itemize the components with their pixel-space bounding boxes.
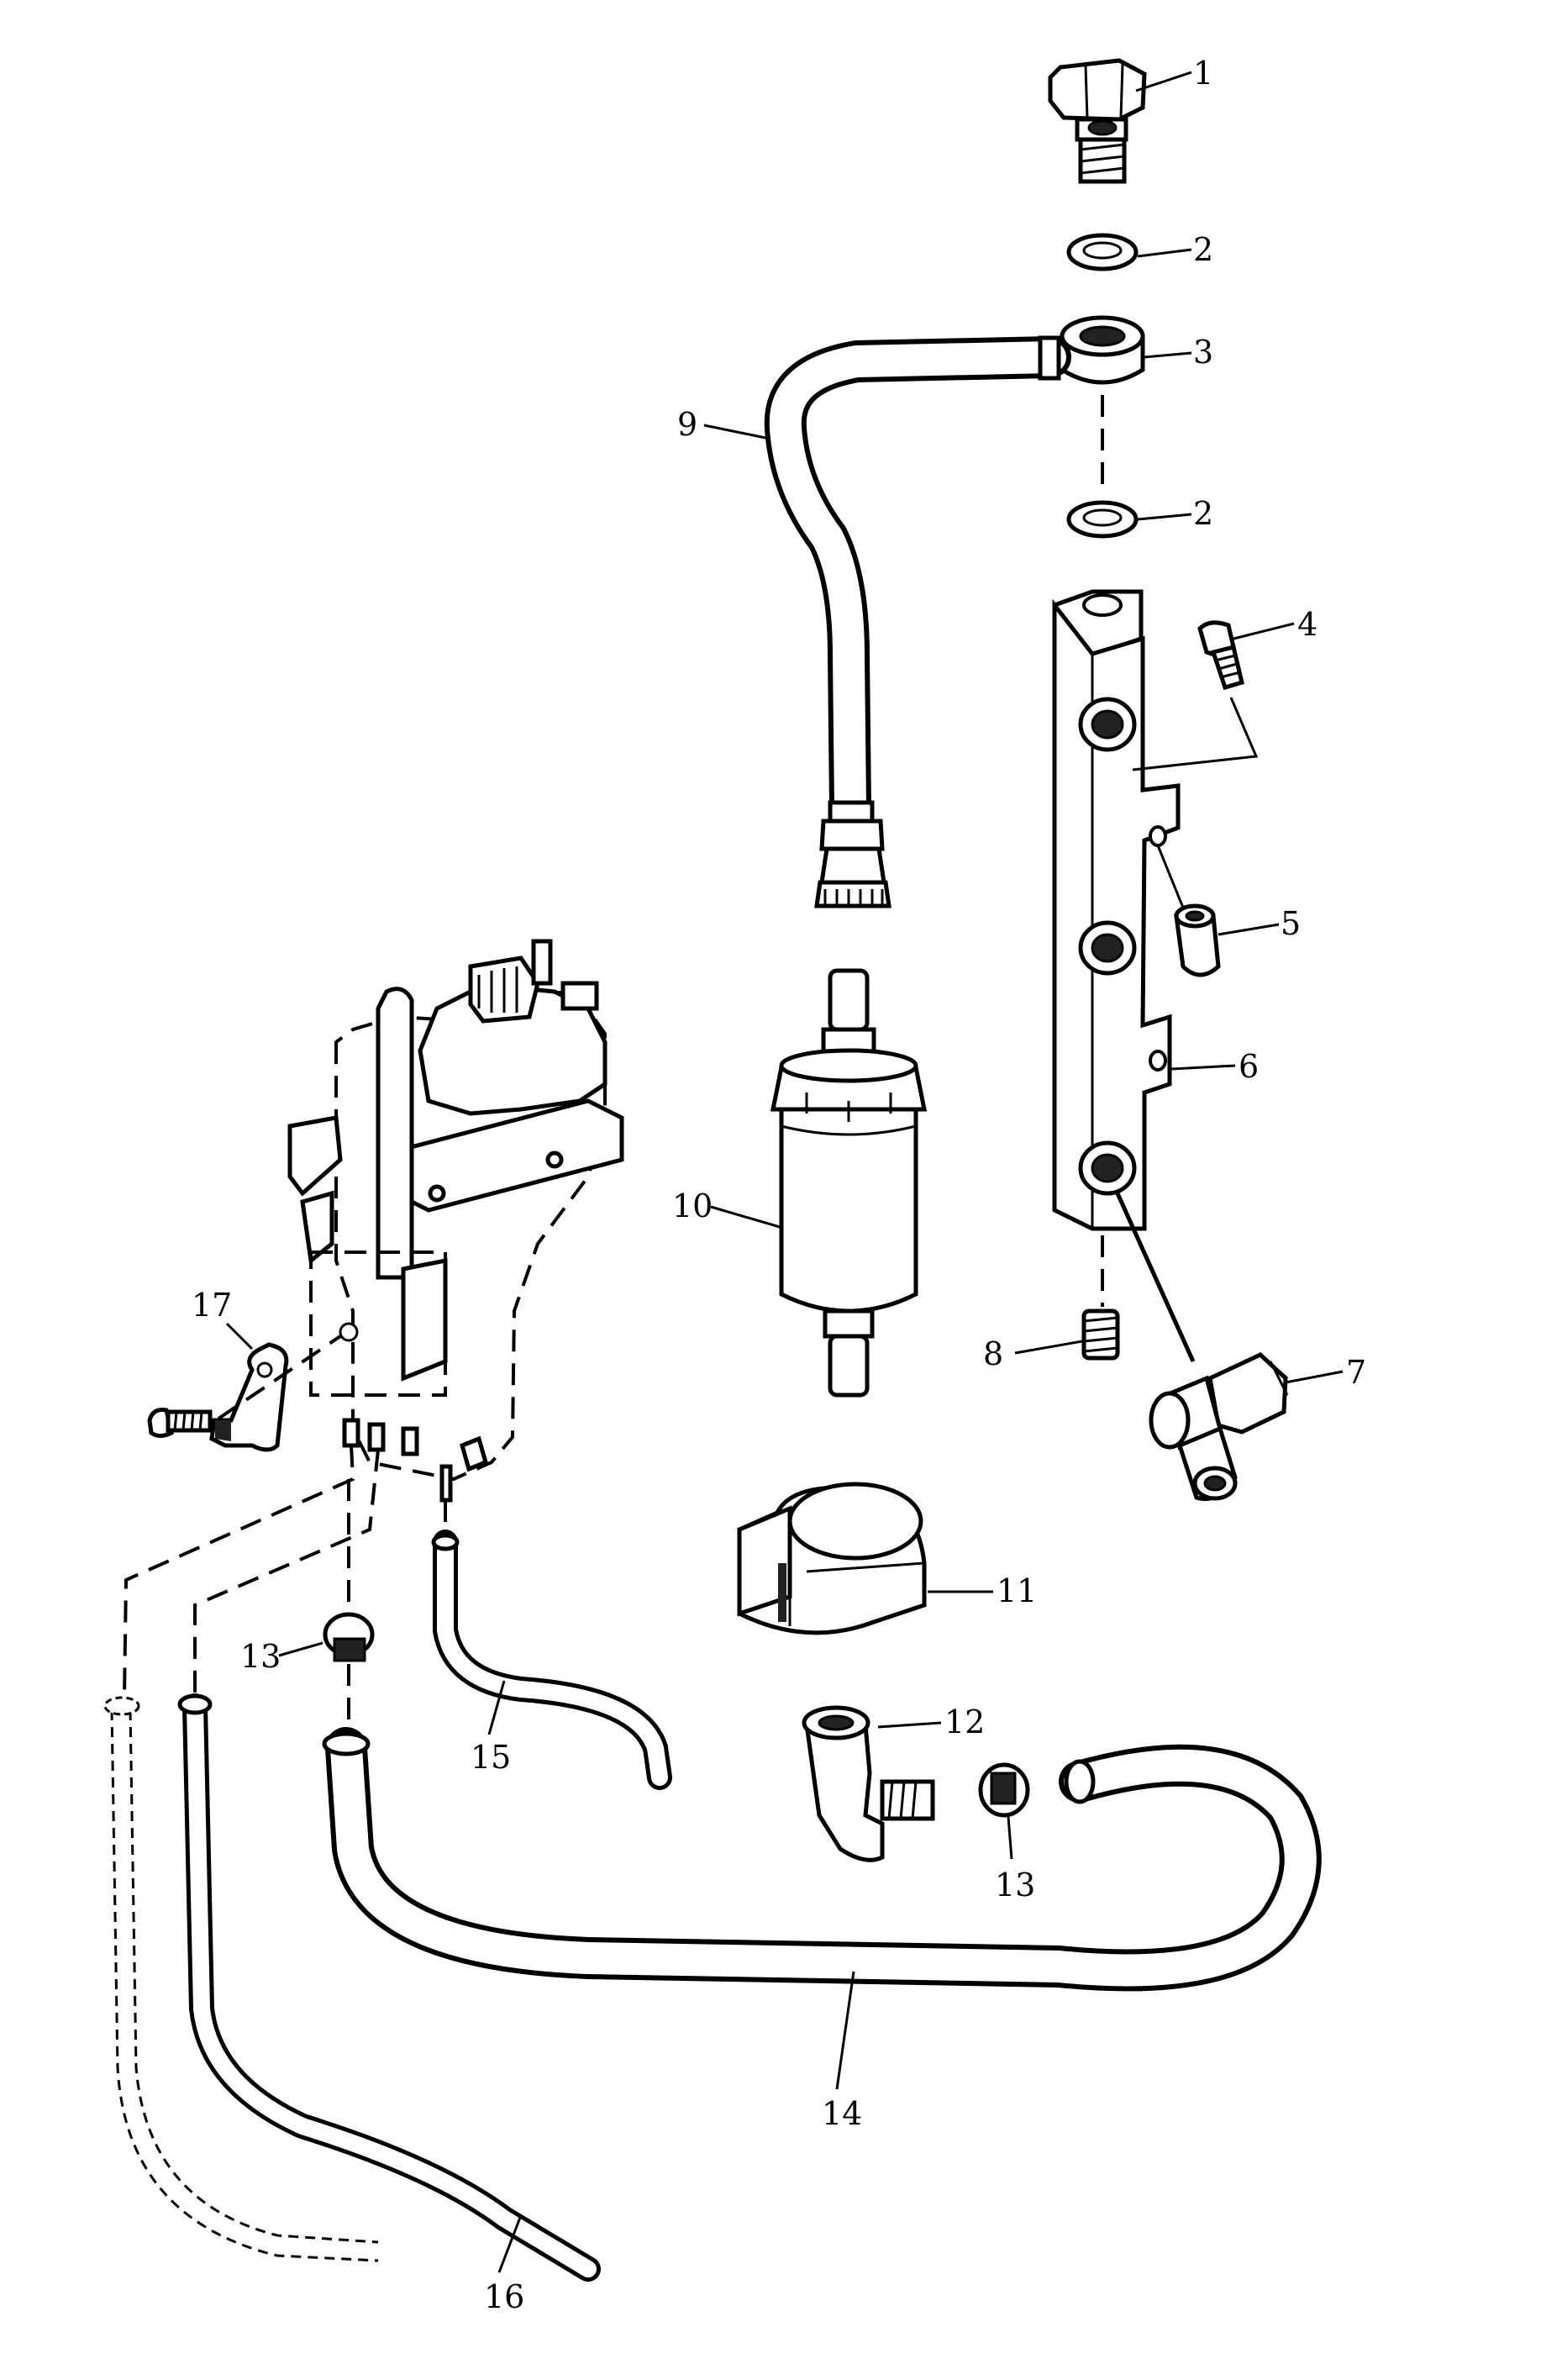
- assembly-line-screw: [1132, 697, 1259, 771]
- callout-13-left: 13: [240, 1638, 281, 1675]
- callout-14: 14: [822, 2095, 862, 2132]
- part-vapor-separator: [287, 939, 624, 1503]
- callout-4: 4: [1297, 606, 1317, 643]
- part-fuel-rail: [1052, 589, 1181, 1231]
- callout-1: 1: [1193, 55, 1213, 92]
- assembly-line-hose16: [193, 1449, 380, 1698]
- callout-2-upper: 2: [1193, 231, 1213, 268]
- callout-labels: 1 2 3 2 4 5 6 7 8 9 10 11 12 13 13 14 15…: [192, 55, 1366, 2315]
- callout-17: 17: [192, 1287, 232, 1324]
- part-bracket-screw: [147, 1408, 213, 1438]
- callout-6: 6: [1239, 1048, 1259, 1085]
- callout-2-lower: 2: [1193, 495, 1213, 532]
- part-banjo-fitting: [1060, 315, 1145, 385]
- callout-13-right: 13: [995, 1867, 1035, 1903]
- part-filter-bracket: [737, 1482, 927, 1635]
- part-spacer-sleeve: [1174, 903, 1221, 977]
- part-sealing-washer-lower: [1066, 500, 1139, 539]
- part-fuel-hose-upper: [764, 335, 1071, 908]
- callout-12: 12: [944, 1703, 985, 1740]
- part-elbow-connector: [802, 1705, 935, 1862]
- callout-leaders: [225, 71, 1344, 2273]
- assembly-line-spacer: [1156, 845, 1185, 908]
- callout-16: 16: [484, 2278, 524, 2315]
- part-drain-hose: [431, 1530, 672, 1790]
- callout-5: 5: [1281, 905, 1301, 942]
- callout-7: 7: [1346, 1354, 1366, 1391]
- part-hose-clamp-left: [323, 1612, 375, 1662]
- part-banjo-bolt: [1048, 58, 1147, 184]
- part-mounting-screw: [1197, 620, 1244, 691]
- assembly-line-bracket: [217, 1335, 342, 1420]
- part-rail-plug: [1081, 1308, 1120, 1361]
- callout-8: 8: [983, 1335, 1003, 1372]
- callout-15: 15: [471, 1739, 511, 1776]
- ghost-hose: [129, 1709, 379, 2244]
- callout-3: 3: [1193, 334, 1213, 371]
- assembly-line-elbow: [1115, 1192, 1196, 1363]
- part-fuel-filter: [770, 968, 928, 1398]
- callout-10: 10: [672, 1187, 713, 1224]
- part-fuel-hose-long: [322, 1727, 1322, 1992]
- part-sealing-washer-upper: [1066, 233, 1139, 271]
- assembly-line-vent: [123, 1445, 355, 1698]
- ghost-hose-outer: [110, 1709, 379, 2262]
- part-vent-hose: [177, 1693, 601, 2282]
- part-hose-clamp-right: [978, 1762, 1030, 1818]
- callout-11: 11: [997, 1572, 1037, 1609]
- callout-9: 9: [677, 406, 697, 443]
- part-elbow-fitting: [1149, 1352, 1289, 1501]
